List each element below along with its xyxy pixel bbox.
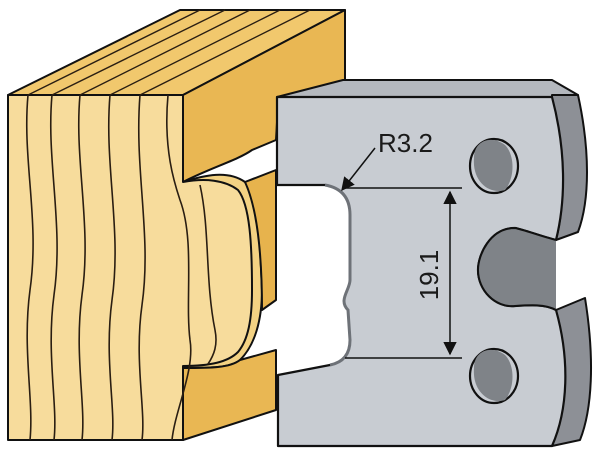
dimension-lines bbox=[341, 147, 462, 359]
knife-lower-hole-inner bbox=[473, 349, 513, 402]
wood-workpiece bbox=[7, 9, 346, 441]
knife-slot bbox=[476, 226, 557, 311]
wood-top-grain bbox=[27, 9, 311, 96]
height-label: 19.1 bbox=[414, 250, 444, 301]
knife-cut-edge bbox=[324, 183, 352, 367]
wood-profile-lower bbox=[182, 349, 277, 441]
wood-grain bbox=[25, 94, 217, 441]
radius-leader-line bbox=[341, 147, 376, 192]
radius-label: R3.2 bbox=[378, 128, 433, 158]
wood-profile-step bbox=[244, 169, 277, 311]
knife-upper-hole-inner bbox=[473, 139, 513, 192]
